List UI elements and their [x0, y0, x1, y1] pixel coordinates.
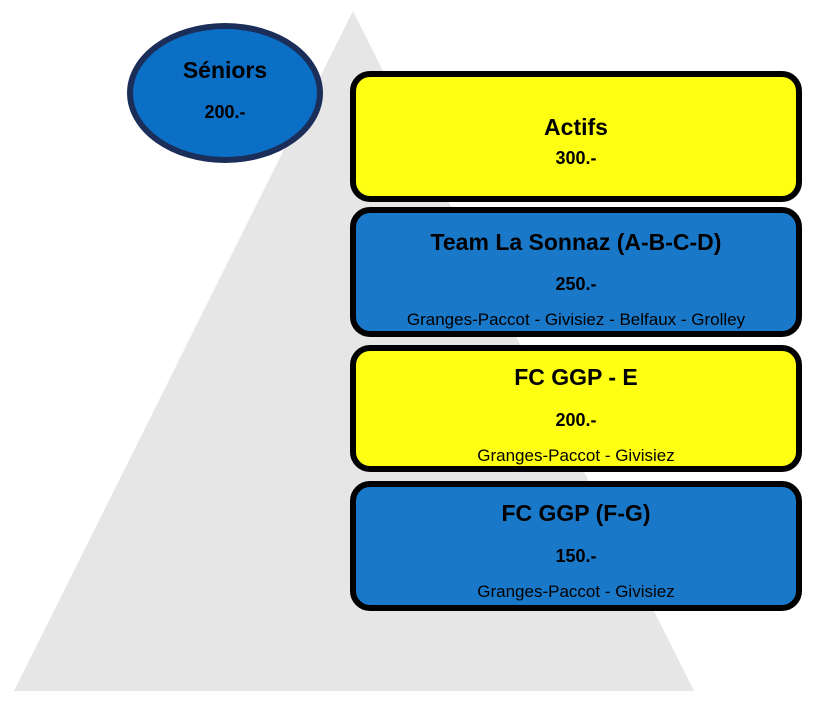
tier-price: 300.-	[555, 148, 597, 168]
seniors-oval: Séniors 200.-	[127, 23, 323, 163]
tier-clubs: Granges-Paccot - Givisiez	[477, 446, 675, 465]
tier-price: 150.-	[555, 546, 597, 566]
tier-box-fc-ggp-e: FC GGP - E 200.- Granges-Paccot - Givisi…	[350, 345, 802, 472]
tier-box-team-la-sonnaz: Team La Sonnaz (A-B-C-D) 250.- Granges-P…	[350, 207, 802, 337]
tier-title: Team La Sonnaz (A-B-C-D)	[430, 229, 722, 255]
tier-clubs: Granges-Paccot - Givisiez	[477, 582, 675, 601]
tier-clubs: Granges-Paccot - Givisiez - Belfaux - Gr…	[406, 310, 746, 329]
tier-box-actifs: Actifs 300.-	[350, 71, 802, 202]
tier-title: FC GGP (F-G)	[501, 500, 651, 526]
tier-title: FC GGP - E	[514, 364, 638, 390]
tier-price: 200.-	[555, 410, 597, 430]
seniors-title: Séniors	[182, 57, 268, 83]
seniors-price: 200.-	[204, 102, 246, 122]
tier-price: 250.-	[555, 274, 597, 294]
tier-box-fc-ggp-fg: FC GGP (F-G) 150.- Granges-Paccot - Givi…	[350, 481, 802, 611]
tier-title: Actifs	[544, 114, 608, 140]
